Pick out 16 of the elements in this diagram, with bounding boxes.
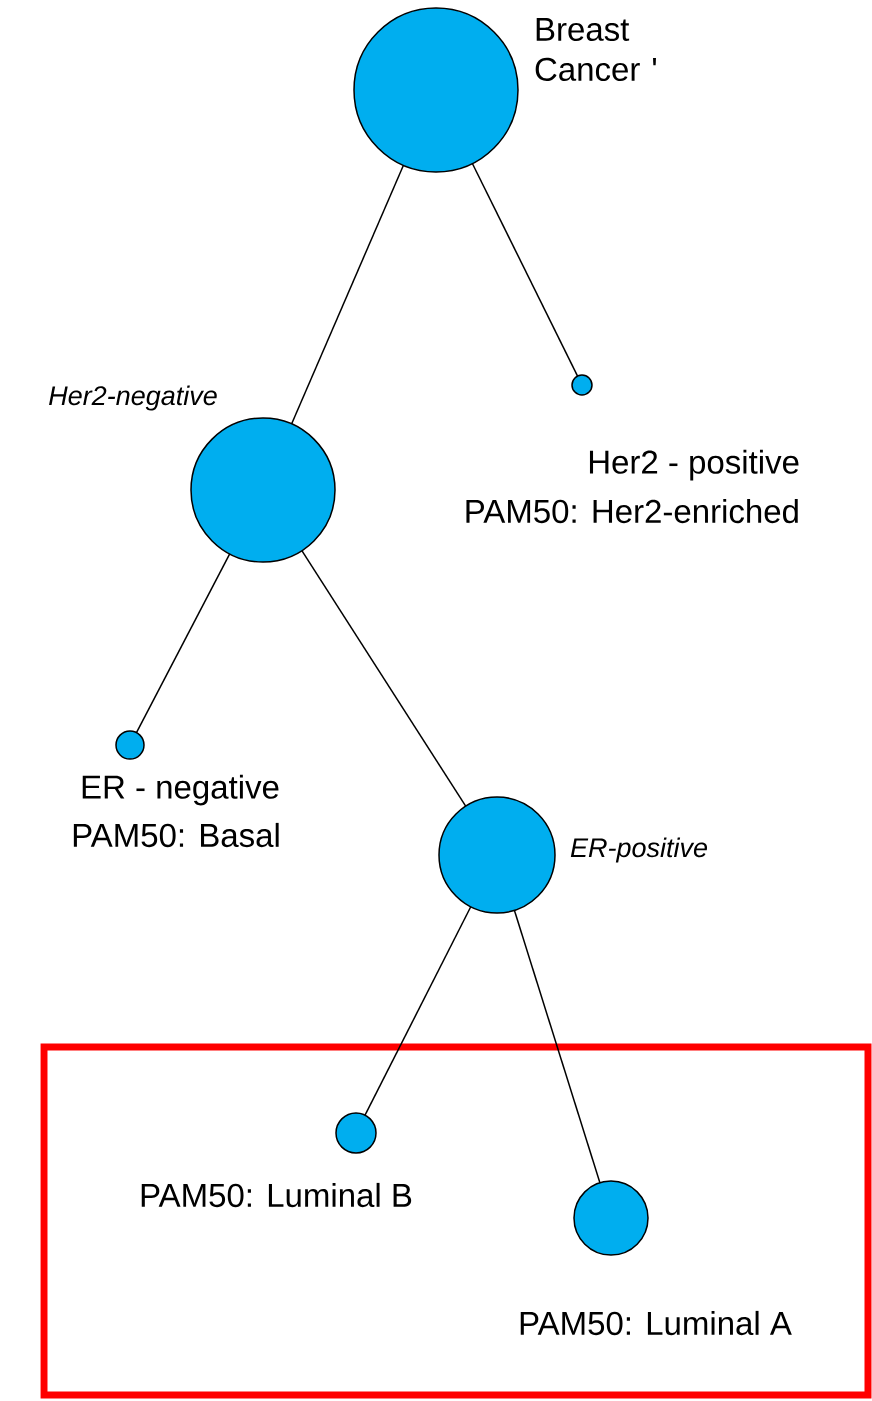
- node-label: PAM50: Basal: [73, 822, 279, 848]
- node-label: PAM50: Luminal A: [520, 1310, 792, 1336]
- node-label: Her2 - positive: [589, 449, 799, 481]
- node-label: ER - negative: [82, 774, 279, 806]
- node-label: ER-positive: [570, 837, 708, 863]
- node-label: Her2-negative: [49, 385, 217, 411]
- connector-line: [513, 909, 601, 1184]
- connector-line: [290, 164, 405, 425]
- connector-line: [135, 553, 231, 734]
- connector-line: [364, 906, 472, 1116]
- node-label: PAM50: Luminal B: [141, 1182, 412, 1208]
- connector-line: [471, 162, 579, 377]
- node-label: Breast Cancer ': [535, 18, 656, 82]
- connector-line: [301, 549, 467, 807]
- node-label: PAM50: Her2-enriched: [466, 498, 798, 524]
- frame-box: [40, 1043, 872, 1399]
